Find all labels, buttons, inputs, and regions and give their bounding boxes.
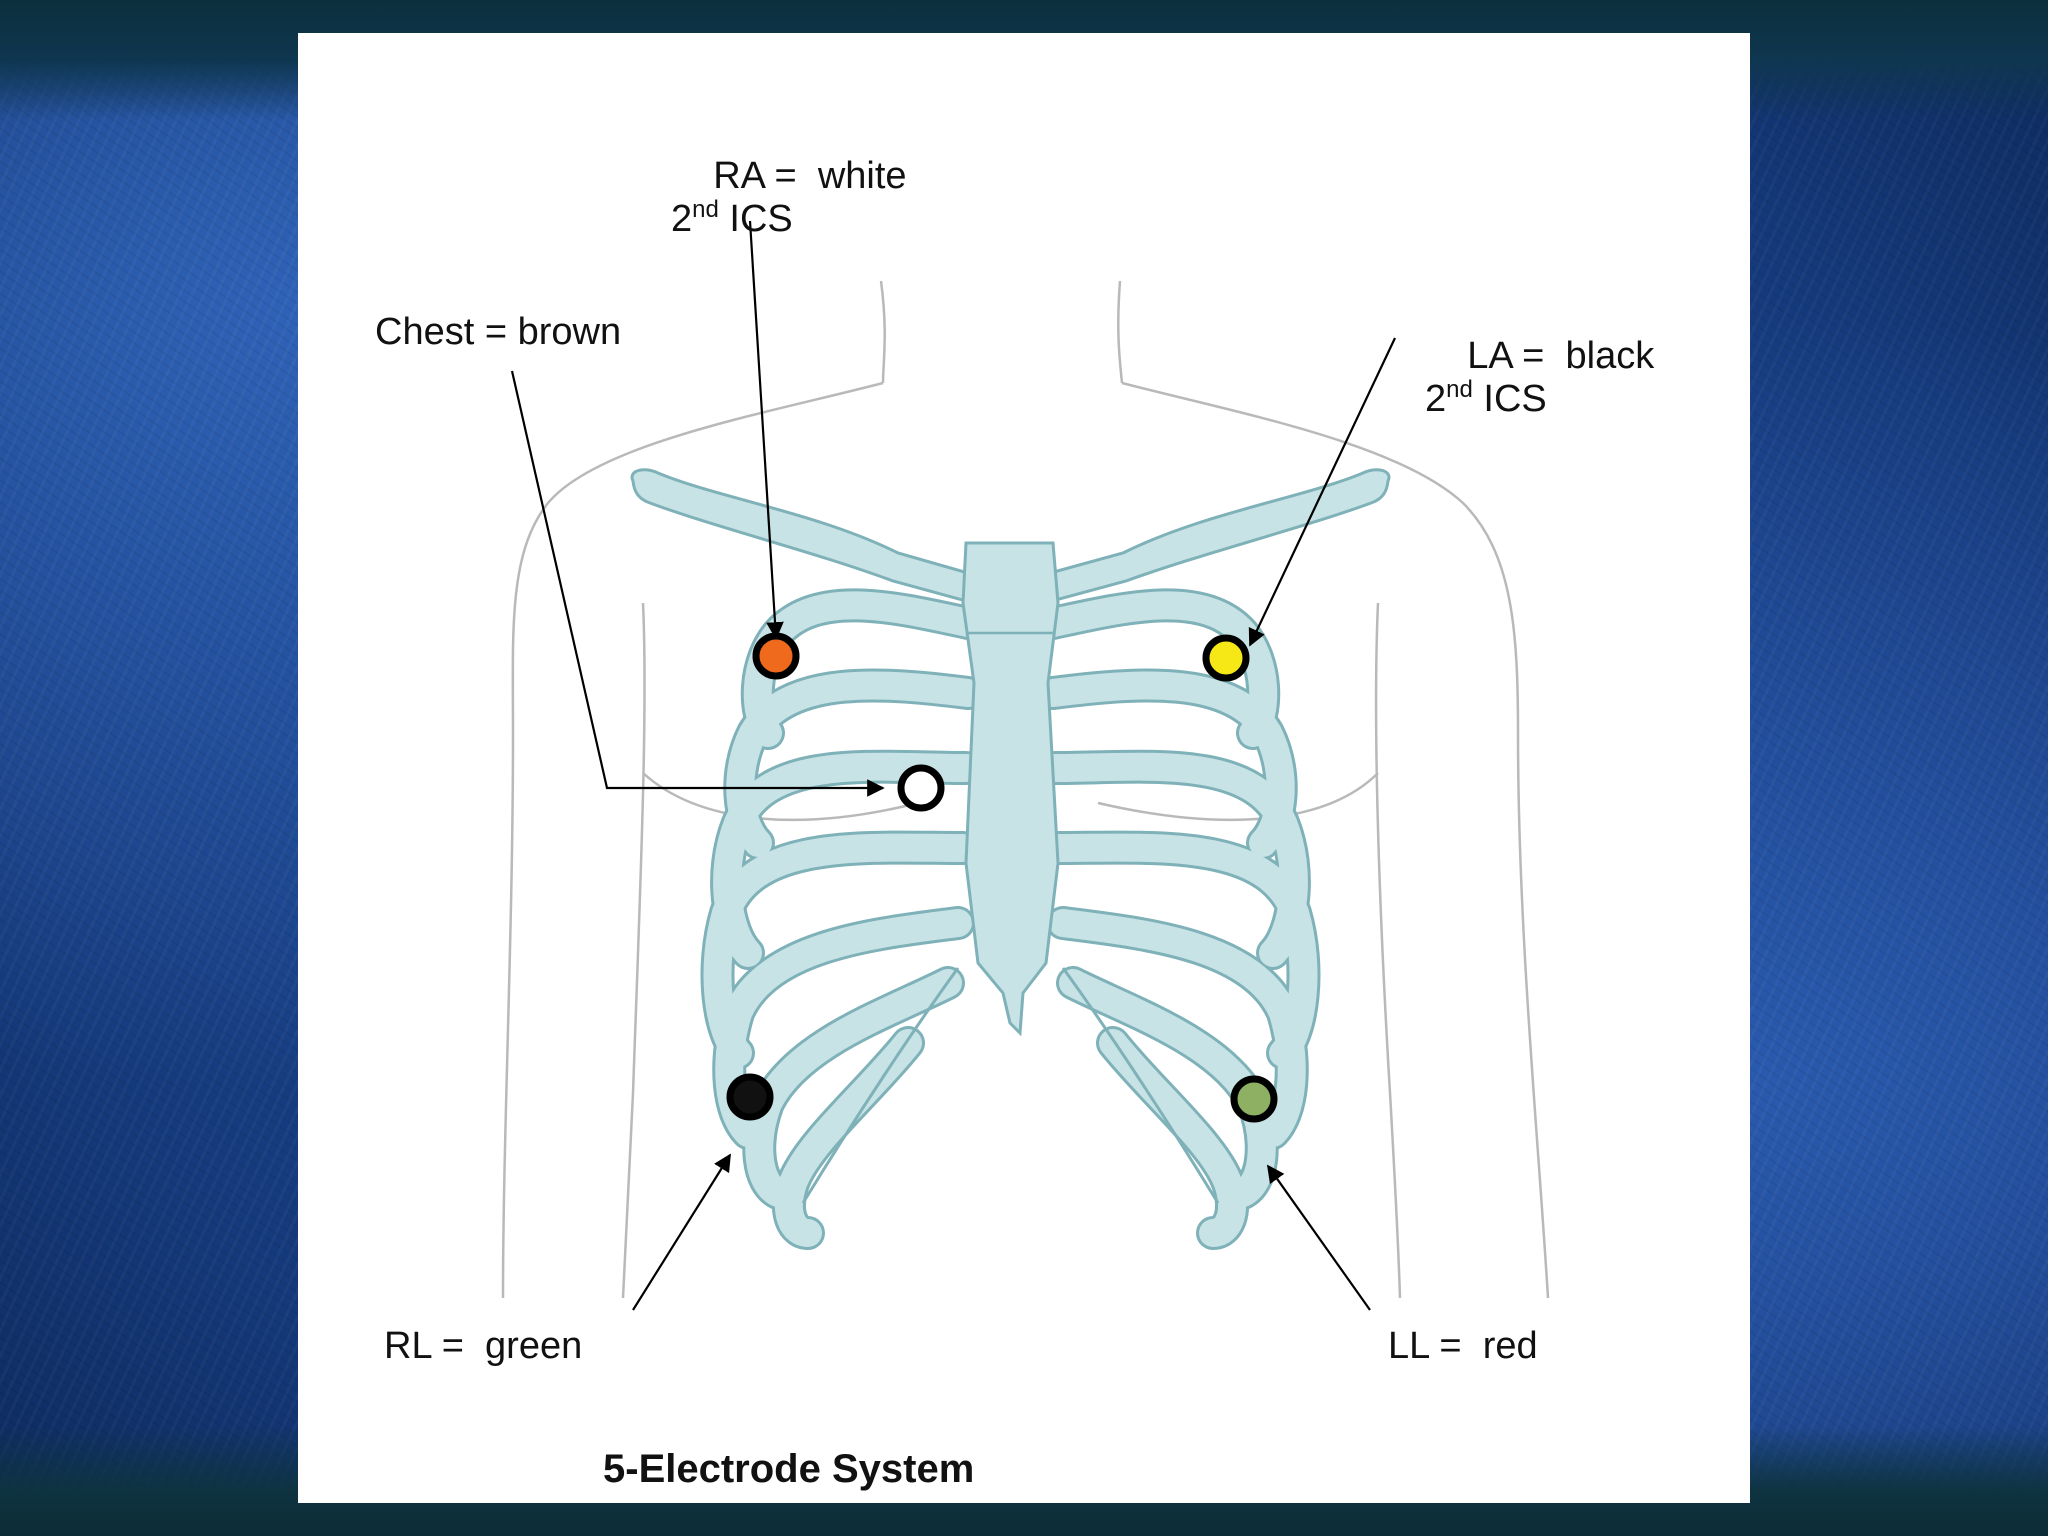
torso-ribcage-illustration <box>298 33 1750 1503</box>
electrode-la <box>1206 638 1246 678</box>
ra-intercostal-number: 2 <box>671 198 692 240</box>
la-lead-name: LA <box>1467 335 1511 377</box>
ra-label: RA = white 2nd ICS <box>671 111 907 286</box>
chest-leader-line <box>512 371 883 788</box>
ra-color: white <box>818 155 907 197</box>
electrode-ll <box>1234 1079 1274 1119</box>
ll-leader-line <box>1268 1166 1370 1310</box>
ra-ordinal-suffix: nd <box>692 196 719 223</box>
la-equals: = <box>1512 335 1566 377</box>
la-ordinal-suffix: nd <box>1446 376 1473 403</box>
electrode-ra <box>756 636 796 676</box>
la-intercostal-number: 2 <box>1425 378 1446 420</box>
electrode-rl <box>730 1077 770 1117</box>
electrode-chest <box>901 768 941 808</box>
rl-leader-line <box>633 1155 730 1310</box>
sternum <box>963 543 1058 1033</box>
la-color: black <box>1566 335 1655 377</box>
la-site: ICS <box>1473 378 1547 420</box>
ra-site: ICS <box>719 198 793 240</box>
la-label: LA = black 2nd ICS <box>1425 291 1654 466</box>
diagram-caption: 5-Electrode System <box>603 1447 974 1492</box>
chest-label: Chest = brown <box>375 311 621 355</box>
ra-equals: = <box>764 155 818 197</box>
ll-label: LL = red <box>1388 1325 1538 1369</box>
ra-lead-name: RA <box>713 155 764 197</box>
rl-label: RL = green <box>384 1325 582 1369</box>
